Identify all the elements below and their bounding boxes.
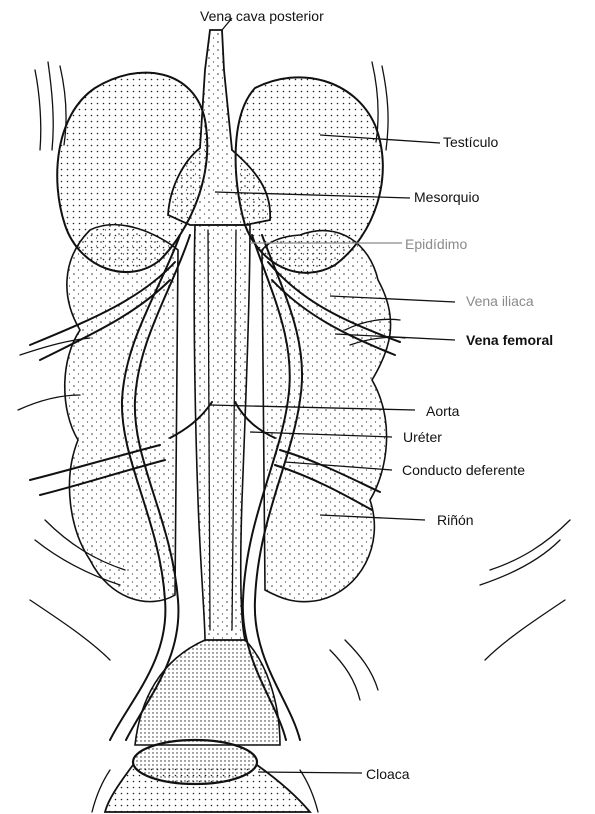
label-ureter: Uréter — [403, 429, 442, 445]
label-epididimo: Epidídimo — [405, 236, 467, 252]
label-conducto-deferente: Conducto deferente — [402, 462, 525, 478]
label-aorta: Aorta — [426, 403, 460, 419]
label-vena-iliaca: Vena iliaca — [466, 293, 534, 309]
label-rinon: Riñón — [437, 512, 474, 528]
label-mesorquio: Mesorquio — [414, 189, 480, 205]
label-cloaca: Cloaca — [366, 766, 410, 782]
central-trunk — [194, 225, 250, 640]
label-testiculo: Testículo — [443, 134, 498, 150]
label-vena-cava-posterior: Vena cava posterior — [200, 8, 324, 24]
label-vena-femoral: Vena femoral — [466, 332, 553, 348]
